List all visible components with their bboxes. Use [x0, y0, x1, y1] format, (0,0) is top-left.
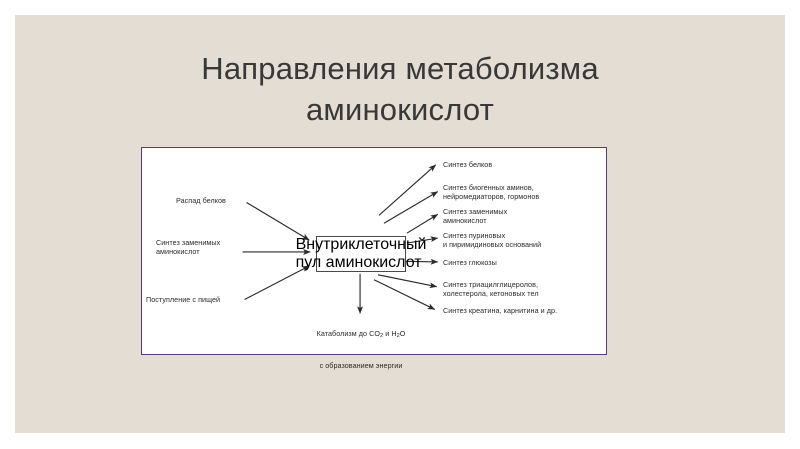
output-label-nonessential-aa: Синтез заменимых аминокислот: [443, 207, 508, 226]
central-pool-box: Внутриклеточный пул аминокислот: [296, 236, 426, 272]
output-label-purines-pyrimidines: Синтез пуриновых и пиримидиновых основан…: [443, 231, 542, 250]
input-label-dietary-intake: Поступление с пищей: [146, 295, 221, 304]
h2o-subscript: 2: [396, 333, 400, 340]
catabolism-suffix: O: [399, 329, 406, 339]
metabolism-diagram: Внутриклеточный пул аминокислот Распад б…: [141, 147, 607, 370]
output-label-protein-synthesis: Синтез белков: [443, 160, 493, 169]
catabolism-prefix: Катаболизм до CO: [316, 329, 380, 339]
input-label-protein-breakdown: Распад белков: [176, 196, 226, 205]
catabolism-line2: с образованием энергии: [319, 360, 403, 370]
output-label-lipid-synthesis: Синтез триацилглицеролов, холестерола, к…: [443, 280, 539, 299]
central-pool-label: Внутриклеточный пул аминокислот: [295, 236, 427, 271]
slide-canvas: Направления метаболизма аминокислот: [15, 15, 785, 433]
output-label-biogenic-amines: Синтез биогенных аминов, нейромедиаторов…: [443, 183, 540, 202]
page-title: Направления метаболизма аминокислот: [201, 51, 599, 127]
co2-subscript: 2: [380, 333, 384, 340]
catabolism-caption: Катаболизм до CO2 и H2O с образованием э…: [281, 320, 441, 370]
output-label-creatine-carnitine: Синтез креатина, карнитина и др.: [443, 306, 558, 315]
catabolism-line1: Катаболизм до CO2 и H2O: [316, 329, 406, 340]
input-arrows: [242, 201, 311, 301]
input-label-nonessential-aa-synthesis: Синтез заменимых аминокислот: [156, 238, 221, 257]
output-label-glucose-synthesis: Синтез глюкозы: [443, 258, 497, 267]
output-arrows: [373, 164, 439, 310]
diagram-arrows-layer: [242, 164, 439, 314]
catabolism-mid: и H: [383, 329, 397, 339]
